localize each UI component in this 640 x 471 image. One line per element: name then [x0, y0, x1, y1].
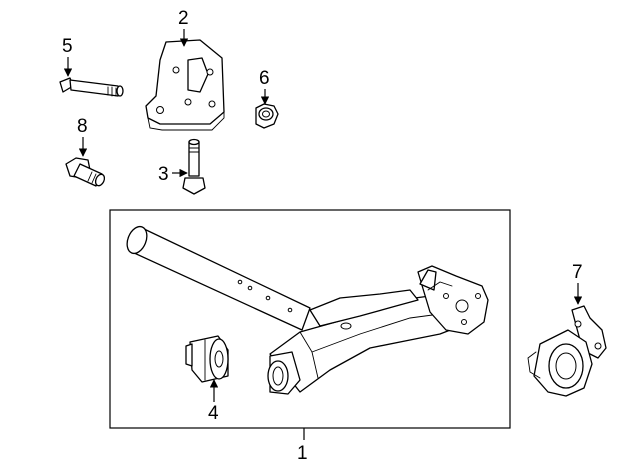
bolt-part-5: [59, 77, 124, 97]
callout-4: 4: [208, 403, 219, 424]
bushing-part-4: [185, 335, 229, 383]
nut-part-6: [255, 103, 279, 129]
callout-3: 3: [158, 164, 169, 185]
callout-5: 5: [62, 36, 73, 57]
flange-bolt-part-8: [65, 157, 106, 187]
callout-1: 1: [297, 443, 308, 464]
callout-7: 7: [572, 262, 583, 283]
callout-2: 2: [178, 8, 189, 29]
knuckle-part-7: [527, 305, 607, 397]
callout-8: 8: [77, 116, 88, 137]
bracket-part-2: [145, 39, 225, 131]
axle-beam: [126, 225, 489, 395]
callout-6: 6: [259, 68, 270, 89]
assembly-frame-part-1: [109, 209, 511, 429]
bolt-part-3: [182, 138, 206, 195]
